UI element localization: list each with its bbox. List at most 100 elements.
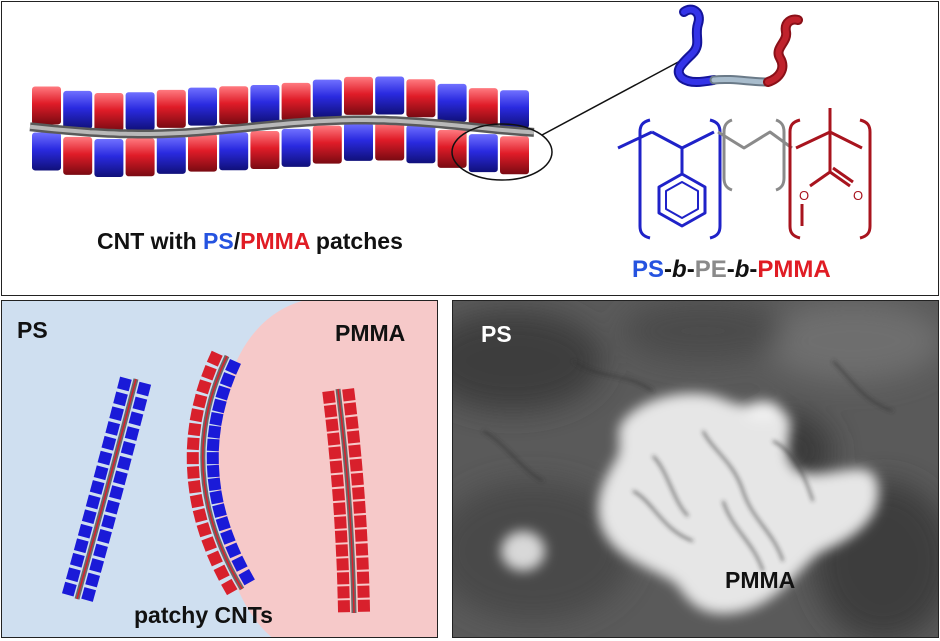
cnt-patch xyxy=(357,599,371,612)
cnt-patch xyxy=(354,529,368,542)
cnt-patch xyxy=(206,452,219,465)
cnt-patch-pair xyxy=(196,379,231,401)
pmma-phase-label: PMMA xyxy=(335,320,406,346)
cnt-patch xyxy=(225,542,242,559)
cnt-patch-segment xyxy=(344,122,373,161)
svg-text:O: O xyxy=(853,188,863,203)
cnt-patch xyxy=(328,446,342,460)
cnt-patch-pair xyxy=(65,567,101,588)
cnt-patch-segment xyxy=(281,82,311,121)
copolymer-formula: PS-b-PE-b-PMMA xyxy=(632,256,831,284)
cnt-patch-pair xyxy=(213,555,248,581)
cnt-patch xyxy=(348,444,362,458)
cnt-patch-pair xyxy=(335,543,369,557)
caption-suffix: patches xyxy=(309,228,403,254)
cnt-patch xyxy=(221,578,238,596)
cnt-patch-segment xyxy=(312,125,342,164)
cnt-patch-segment xyxy=(219,86,249,125)
cnt-patch-pair xyxy=(323,402,358,418)
cnt-patch xyxy=(81,509,97,525)
cnt-patch xyxy=(117,376,132,392)
cnt-patch xyxy=(206,350,223,367)
cnt-patch xyxy=(343,402,358,416)
cnt-patch-segment xyxy=(312,79,342,118)
formula-block-b: b xyxy=(672,256,687,283)
cnt-drawing: O O xyxy=(29,4,872,240)
cnt-patch xyxy=(225,358,241,375)
cnt-patch-pair xyxy=(206,350,241,375)
caption-ps: PS xyxy=(203,228,234,254)
cnt-patch-pair xyxy=(201,364,236,388)
cnt-patch-segment xyxy=(375,122,405,161)
ps-phase-label: PS xyxy=(17,317,48,343)
cnt-patch-segment xyxy=(500,136,529,175)
cnt-patch-pair xyxy=(192,393,227,414)
cnt-patch xyxy=(346,430,361,444)
cnt-patch-pair xyxy=(187,422,222,439)
cnt-patch-pair xyxy=(334,529,368,543)
schematic-panel: PS PMMA patchy CNTs xyxy=(1,300,438,638)
cnt-patch xyxy=(73,538,89,554)
cnt-fibers xyxy=(482,360,894,572)
cnt-patch-pair xyxy=(187,477,222,494)
cnt-patch xyxy=(189,494,204,509)
cnt-patch xyxy=(192,508,208,523)
cnt-patch xyxy=(350,472,364,486)
pmma-bright-domain xyxy=(501,393,879,614)
cnt-patch-segment xyxy=(94,139,124,178)
cnt-patch-segment xyxy=(375,76,405,115)
patchy-cnt-middle xyxy=(186,350,255,596)
cnt-patch xyxy=(109,406,124,421)
cnt-patch xyxy=(196,522,212,538)
cnt-patch-segment xyxy=(188,87,217,126)
cnt-patch-segment xyxy=(406,125,436,164)
cnt-patch xyxy=(113,391,128,407)
cnt-patch xyxy=(356,557,369,570)
zoom-connector-line xyxy=(541,59,683,136)
cnt-patch xyxy=(93,543,108,559)
cnt-patch xyxy=(186,452,199,465)
cnt-patch-pair xyxy=(186,464,220,479)
cnt-patch xyxy=(356,571,370,584)
cnt-patch xyxy=(327,432,341,446)
tem-micrograph xyxy=(453,301,938,637)
cnt-patch-segment xyxy=(63,136,93,175)
pmma-domain xyxy=(216,301,437,637)
ps-repeat-unit xyxy=(617,118,722,240)
cnt-patch xyxy=(238,569,255,586)
cnt-patch-segment xyxy=(125,138,155,177)
caption-slash: / xyxy=(233,228,241,254)
schematic-drawing xyxy=(61,301,437,637)
cnt-patch-pair xyxy=(327,430,361,446)
cnt-patch-pair xyxy=(186,452,219,465)
cnt-patch-pair xyxy=(189,408,224,426)
cnt-patch-pair xyxy=(333,500,366,516)
formula-pe: PE xyxy=(694,256,727,283)
cnt-patch-segment xyxy=(94,93,124,132)
cnt-patch xyxy=(192,393,208,409)
cnt-patch xyxy=(215,385,231,401)
cnt-patch xyxy=(330,474,344,488)
nanotube-core-highlight xyxy=(29,118,535,136)
cnt-patch xyxy=(101,435,117,451)
cnt-patch-segment xyxy=(32,86,61,125)
cnt-patch xyxy=(187,422,202,437)
cnt-patch xyxy=(189,408,204,423)
cnt-patch-pair xyxy=(186,437,220,452)
cnt-patch xyxy=(352,486,365,500)
cnt-patch xyxy=(219,372,236,388)
cnt-patch xyxy=(355,543,369,556)
cnt-patch xyxy=(105,421,121,436)
cnt-patch-segment xyxy=(500,90,529,129)
block-copolymer-chain xyxy=(673,4,803,87)
chemical-structure: O O xyxy=(617,108,872,240)
nanotube-core-stripe xyxy=(202,355,243,590)
cnt-patch-segment xyxy=(63,90,93,129)
cnt-patch-pair xyxy=(328,444,362,460)
cnt-patch-panel: O O CNT with PS/PMMA patches PS-b-PE-b-P… xyxy=(1,1,939,296)
cnt-patch-pair xyxy=(97,450,132,471)
cnt-patch xyxy=(65,567,81,583)
cnt-patch xyxy=(207,425,222,439)
cnt-patch xyxy=(109,485,124,500)
cnt-patch-segment xyxy=(32,132,61,171)
